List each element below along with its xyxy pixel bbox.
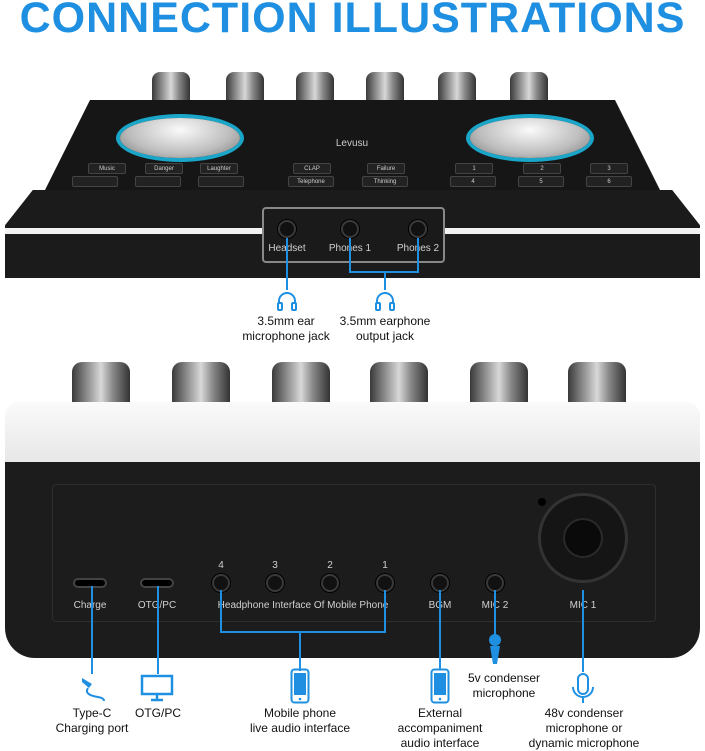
callout-text: Charging port [55, 721, 129, 735]
callout-text: External [417, 706, 463, 720]
callout-text: accompaniment [397, 721, 483, 735]
jack-number: 3 [272, 560, 278, 571]
white-top [5, 402, 700, 472]
pad-button[interactable]: Music [88, 163, 126, 174]
jack-number: 4 [218, 560, 224, 571]
jack-number: 1 [382, 560, 388, 571]
callout-text: microphone jack [242, 329, 330, 343]
pad-button[interactable]: CLAP [293, 163, 331, 174]
headphones-icon [277, 292, 297, 311]
port-label: Charge [73, 600, 107, 611]
pad-button[interactable]: 4 [450, 176, 496, 187]
jack-number: 2 [327, 560, 333, 571]
connector-line [417, 238, 419, 272]
callout-text: output jack [355, 329, 415, 343]
microphone-icon [489, 634, 501, 664]
pad-button[interactable]: Danger [145, 163, 183, 174]
page-title: CONNECTION ILLUSTRATIONS [19, 0, 686, 42]
pad-button[interactable]: Telephone [288, 176, 334, 187]
headphones-icon [375, 292, 395, 311]
callout-text: 5v condenser [467, 671, 541, 685]
pad-button[interactable]: 2 [523, 163, 561, 174]
phone-jack-2[interactable] [321, 574, 339, 592]
callout-text: 3.5mm earphone [339, 314, 431, 328]
charge-port[interactable] [73, 578, 107, 588]
connector-line [349, 238, 351, 272]
jog-wheel-left [120, 118, 240, 158]
phones2-jack[interactable] [409, 220, 427, 238]
brand-label: Levusu [335, 138, 369, 149]
callout-text: OTG/PC [134, 706, 182, 720]
callout-text: 48v condenser [544, 706, 624, 720]
callout-text: audio interface [400, 736, 480, 750]
mobile-phone-icon [290, 668, 310, 704]
phone-jack-3[interactable] [266, 574, 284, 592]
pad-button[interactable]: 6 [586, 176, 632, 187]
callout-text: 3.5mm ear [257, 314, 315, 328]
monitor-icon [140, 674, 174, 702]
callout-text: Mobile phone [263, 706, 337, 720]
connector-line [384, 590, 386, 632]
connector-line [582, 590, 584, 672]
pad-button[interactable]: 1 [455, 163, 493, 174]
pad-button[interactable]: 5 [518, 176, 564, 187]
connector-line [91, 586, 93, 674]
phones1-jack[interactable] [341, 220, 359, 238]
pad-button[interactable]: Laughter [200, 163, 238, 174]
callout-text: dynamic microphone [528, 736, 640, 750]
screw-hole [538, 498, 546, 506]
mic1-xlr-port[interactable] [538, 493, 628, 583]
callout-text: live audio interface [249, 721, 351, 735]
jog-wheel-right [470, 118, 590, 158]
pad-button[interactable]: 3 [590, 163, 628, 174]
port-label: Headphone Interface Of Mobile Phone [217, 600, 389, 611]
microphone-outline-icon [572, 673, 594, 703]
headset-jack[interactable] [278, 220, 296, 238]
connector-line [220, 631, 386, 633]
pad-button[interactable] [72, 176, 118, 187]
connector-line [220, 590, 222, 632]
callout-text: microphone [472, 686, 536, 700]
pad-button[interactable]: Thinking [362, 176, 408, 187]
callout-text: microphone or [545, 721, 623, 735]
connector-line [299, 631, 301, 671]
connector-line [494, 590, 496, 635]
pad-button[interactable] [198, 176, 244, 187]
callout-text: Type-C [72, 706, 112, 720]
port-panel [52, 484, 656, 622]
plug-icon [82, 674, 105, 702]
mobile-phone-icon [430, 668, 450, 704]
pad-button[interactable]: Failure [367, 163, 405, 174]
connector-line [157, 586, 159, 674]
connector-line [384, 271, 386, 290]
pad-button[interactable] [135, 176, 181, 187]
callout-otg: OTG/PC [135, 706, 181, 721]
connector-line [439, 590, 441, 670]
connector-line [286, 238, 288, 290]
